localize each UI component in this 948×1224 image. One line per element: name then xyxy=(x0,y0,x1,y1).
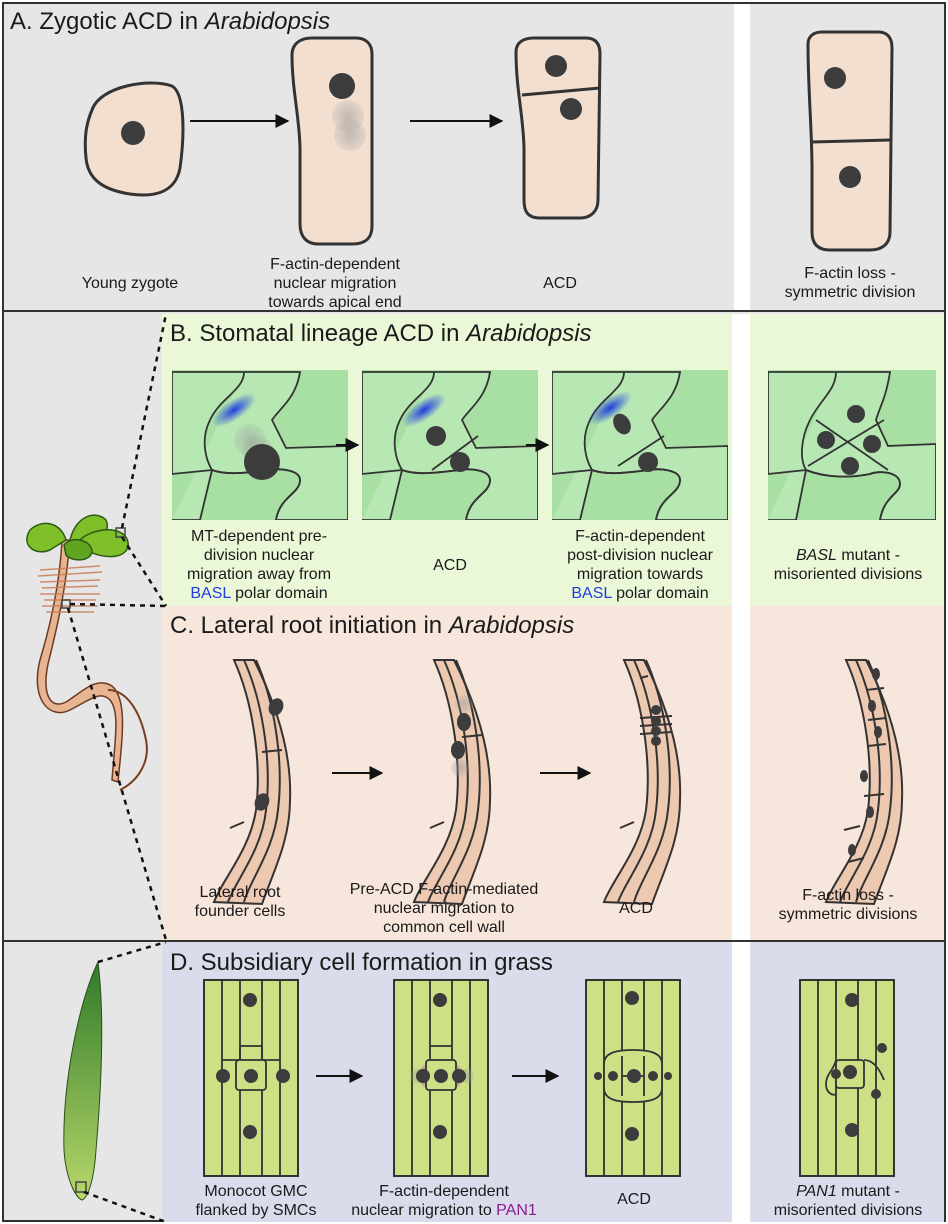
caption-young-zygote: Young zygote xyxy=(40,274,220,293)
caption-line: PAN1 mutant - xyxy=(756,1182,940,1201)
panel-c-title: C. Lateral root initiation in Arabidopsi… xyxy=(170,612,574,640)
caption-grass-mutant: PAN1 mutant - misoriented divisions xyxy=(756,1182,940,1220)
caption-line: founder cells xyxy=(194,903,286,920)
caption-line: nuclear migration xyxy=(273,275,397,292)
caption-line: Pre-ACD F-actin-mediated xyxy=(349,881,539,898)
panel-b-title: B. Stomatal lineage ACD in Arabidopsis xyxy=(170,320,592,348)
caption-line: ACD xyxy=(617,1191,651,1208)
caption-line: misoriented divisions xyxy=(773,1202,923,1219)
caption-line: common cell wall xyxy=(383,919,505,936)
caption-text: polar domain xyxy=(230,585,328,602)
caption-line: F-actin-dependent xyxy=(575,528,705,545)
panel-a-title: A. Zygotic ACD in Arabidopsis xyxy=(10,8,330,36)
stomatal-tissue-3 xyxy=(552,370,728,520)
grass-tissue-1 xyxy=(203,979,299,1177)
panel-d-divider xyxy=(732,942,750,1222)
caption-line: F-actin loss - xyxy=(804,265,896,282)
caption-line: post-division nuclear xyxy=(567,547,713,564)
panel-d-top-border xyxy=(2,940,946,942)
pan1-gene-label: PAN1 xyxy=(796,1183,837,1200)
panel-b-title-prefix: B. Stomatal lineage ACD in xyxy=(170,320,467,347)
panel-a-title-prefix: A. Zygotic ACD in xyxy=(10,8,205,35)
caption-root-founder: Lateral root founder cells xyxy=(180,883,300,921)
caption-line: symmetric divisions xyxy=(778,906,918,923)
caption-stomatal-acd: ACD xyxy=(400,556,500,575)
seedling-illustration xyxy=(26,514,148,791)
caption-line: migration away from xyxy=(186,566,332,583)
caption-line: nuclear migration to PAN1 xyxy=(346,1201,542,1220)
basl-label: BASL xyxy=(571,585,612,602)
caption-line: BASL polar domain xyxy=(544,584,736,603)
caption-line: MT-dependent pre- xyxy=(190,528,328,545)
caption-line: F-actin-dependent xyxy=(379,1183,509,1200)
caption-line: BASL polar domain xyxy=(166,584,352,603)
caption-zygote-migration: F-actin-dependent nuclear migration towa… xyxy=(250,255,420,312)
caption-zygote-mutant: F-actin loss - symmetric division xyxy=(760,264,940,302)
stomatal-tissue-mutant xyxy=(768,370,936,520)
zoom-lines xyxy=(66,313,168,1224)
stomatal-tissue-2 xyxy=(362,370,538,520)
caption-line: ACD xyxy=(543,275,577,292)
caption-stomatal-postmigration: F-actin-dependent post-division nuclear … xyxy=(544,527,736,603)
caption-grass-gmc: Monocot GMC flanked by SMCs xyxy=(176,1182,336,1220)
grass-leaf-illustration xyxy=(63,960,103,1201)
root-cells-1 xyxy=(212,659,292,906)
basl-gene-label: BASL xyxy=(795,547,837,564)
caption-text: mutant - xyxy=(836,1183,900,1200)
caption-line: towards apical end xyxy=(268,294,402,311)
zygote-acd-cell xyxy=(514,36,602,220)
panel-a-divider xyxy=(734,4,750,310)
root-cells-3 xyxy=(602,659,682,906)
caption-grass-acd: ACD xyxy=(584,1190,684,1209)
caption-stomatal-premigration: MT-dependent pre- division nuclear migra… xyxy=(166,527,352,603)
panel-c-title-prefix: C. Lateral root initiation in xyxy=(170,612,449,639)
caption-stomatal-mutant: BASL mutant - misoriented divisions xyxy=(756,546,940,584)
caption-grass-migration: F-actin-dependent nuclear migration to P… xyxy=(346,1182,542,1220)
panel-d-title: D. Subsidiary cell formation in grass xyxy=(170,949,553,977)
caption-line: nuclear migration to xyxy=(373,900,515,917)
pan1-label: PAN1 xyxy=(496,1202,537,1219)
caption-line: F-actin loss - xyxy=(802,887,894,904)
basl-label: BASL xyxy=(190,585,231,602)
panel-bc-divider xyxy=(732,314,750,940)
panel-c-title-italic: Arabidopsis xyxy=(448,612,575,639)
caption-line: ACD xyxy=(433,557,467,574)
stomatal-tissue-1 xyxy=(172,370,348,520)
grass-tissue-mutant xyxy=(799,979,895,1177)
caption-zygote-acd: ACD xyxy=(510,274,610,293)
caption-line: symmetric division xyxy=(784,284,916,301)
zygote-migration-cell xyxy=(290,36,374,246)
panel-b-title-italic: Arabidopsis xyxy=(466,320,592,347)
caption-root-acd: ACD xyxy=(586,899,686,918)
grass-tissue-3 xyxy=(585,979,681,1177)
caption-text: nuclear migration to xyxy=(351,1202,497,1219)
grass-tissue-2 xyxy=(393,979,489,1177)
caption-line: misoriented divisions xyxy=(773,566,923,583)
caption-line: ACD xyxy=(619,900,653,917)
caption-root-mutant: F-actin loss - symmetric divisions xyxy=(756,886,940,924)
caption-line: flanked by SMCs xyxy=(195,1202,317,1219)
caption-line: BASL mutant - xyxy=(756,546,940,565)
caption-line: Lateral root xyxy=(199,884,281,901)
zygote-young-cell xyxy=(83,81,185,197)
caption-root-migration: Pre-ACD F-actin-mediated nuclear migrati… xyxy=(326,880,562,937)
root-cells-2 xyxy=(412,659,492,906)
panel-a-title-italic: Arabidopsis xyxy=(204,8,331,35)
panel-d-title-prefix: D. Subsidiary cell formation in grass xyxy=(170,949,553,976)
caption-text: mutant - xyxy=(836,547,901,564)
zygote-symmetric-cell xyxy=(806,30,894,252)
caption-line: Monocot GMC xyxy=(204,1183,308,1200)
caption-line: division nuclear xyxy=(203,547,315,564)
caption-line: F-actin-dependent xyxy=(270,256,400,273)
caption-line: migration towards xyxy=(576,566,704,583)
caption-text: polar domain xyxy=(611,585,709,602)
root-cells-mutant xyxy=(824,659,904,906)
caption-line: Young zygote xyxy=(81,275,179,292)
